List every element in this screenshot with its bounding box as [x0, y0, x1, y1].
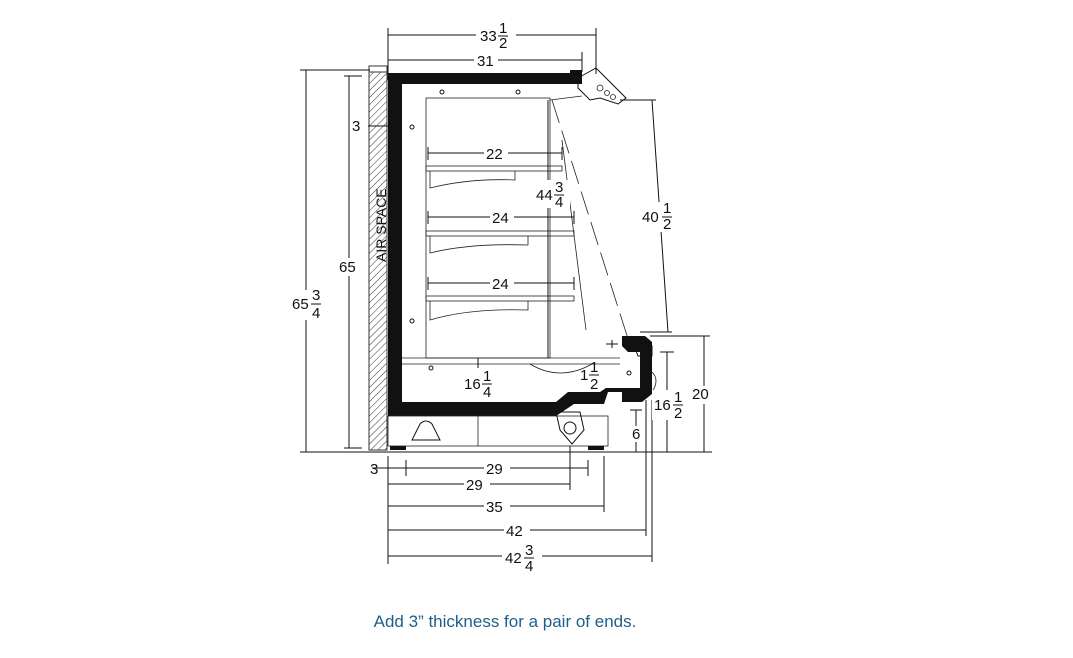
dim-front-16-den: 2 — [674, 405, 682, 422]
dim-inner-44-num: 3 — [555, 179, 563, 196]
dim-bottom-42-3-4: 42 — [505, 550, 522, 567]
dim-height-65-3-4: 65 — [292, 296, 309, 313]
shelf-3 — [425, 295, 575, 321]
dim-33-half: 33 — [480, 28, 497, 45]
screw-dots — [409, 89, 632, 376]
dim-glass-40-num: 1 — [663, 200, 671, 217]
dim-bottom-42: 42 — [506, 523, 523, 540]
dim-front-16-num: 1 — [674, 389, 682, 406]
shelf-2 — [425, 230, 575, 254]
dim-front-20: 20 — [692, 386, 709, 403]
air-space-label: AIR SPACE — [373, 188, 389, 262]
dim-31: 31 — [477, 53, 494, 70]
dim-inner-44: 44 — [536, 187, 553, 204]
dim-bottom-29a: 29 — [486, 461, 503, 478]
shelf-1 — [425, 165, 563, 189]
dim-base-16: 16 — [464, 376, 481, 393]
dim-bottom-29b: 29 — [466, 477, 483, 494]
dim-bottom-35: 35 — [486, 499, 503, 516]
dim-bottom-42-den: 4 — [525, 558, 533, 575]
dim-kick-6: 6 — [632, 426, 640, 443]
dim-bottom-42-num: 3 — [525, 542, 533, 559]
glass-door — [551, 99, 631, 346]
dim-bottom-3: 3 — [370, 461, 378, 478]
dim-lip-1: 1 — [580, 367, 588, 384]
dim-glass-40-den: 2 — [663, 216, 671, 233]
base-legs — [387, 411, 609, 450]
dim-33-half-num: 1 — [499, 20, 507, 37]
caption: Add 3” thickness for a pair of ends. — [373, 612, 637, 631]
dim-glass-40: 40 — [642, 209, 659, 226]
dim-lip-1-den: 2 — [590, 376, 598, 393]
interior-back-panel — [425, 97, 551, 359]
dim-height-65-num: 3 — [312, 287, 320, 304]
dim-inner-44-den: 4 — [555, 194, 563, 211]
canopy-hinge — [549, 67, 627, 105]
dim-lip-1-num: 1 — [590, 359, 598, 376]
dim-base-16-num: 1 — [483, 368, 491, 385]
dim-left-3: 3 — [352, 118, 360, 135]
dim-shelf-24b: 24 — [492, 276, 509, 293]
dim-height-65: 65 — [339, 259, 356, 276]
dim-base-16-den: 4 — [483, 384, 491, 401]
dim-height-65-den: 4 — [312, 305, 320, 322]
case-body — [368, 65, 652, 416]
dim-shelf-22: 22 — [486, 146, 503, 163]
dimension-labels: 33 1 2 31 3 22 24 24 44 3 4 40 1 2 65 — [290, 20, 714, 575]
dim-shelf-24a: 24 — [492, 210, 509, 227]
dim-33-half-den: 2 — [499, 35, 507, 52]
dim-front-16: 16 — [654, 397, 671, 414]
